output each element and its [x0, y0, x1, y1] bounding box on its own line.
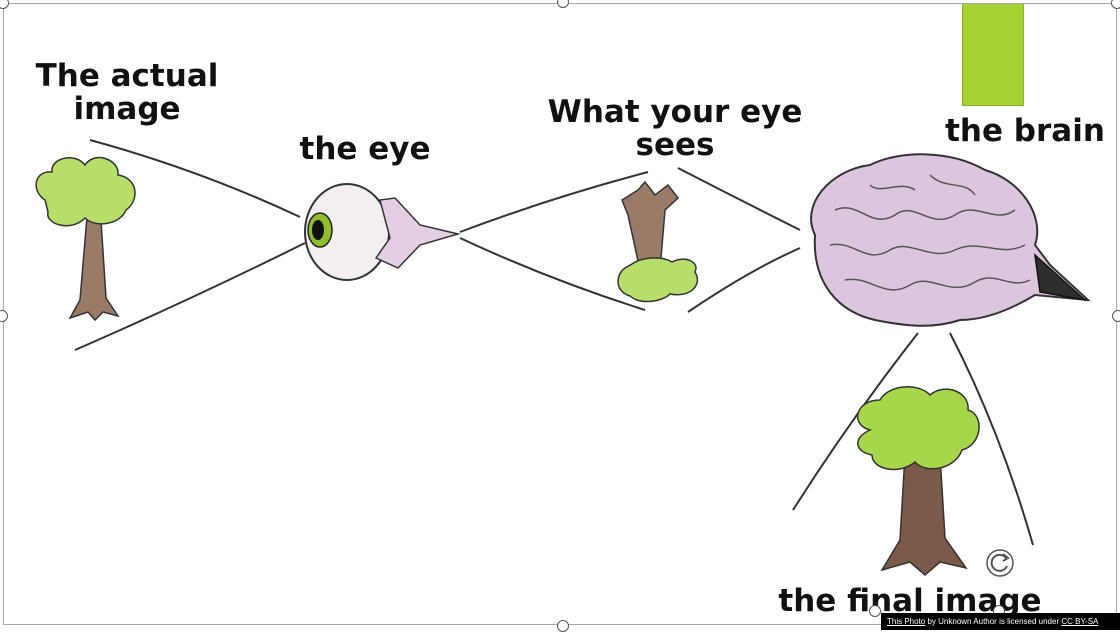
actual-tree-trunk: [68, 204, 120, 322]
eye-drawing: [304, 183, 461, 281]
seen-tree-foliage: [617, 257, 699, 303]
brain-line-top: [677, 167, 801, 231]
brain-line-bottom: [687, 247, 801, 313]
resize-handle-middle-right[interactable]: [1112, 310, 1120, 322]
final-tree-trunk: [880, 454, 968, 576]
image-attribution-bar: This Photo by Unknown Author is licensed…: [881, 613, 1120, 630]
brain-fold-4: [869, 174, 976, 196]
crop-handle-bottom[interactable]: [869, 605, 881, 617]
final-line-right: [949, 332, 1034, 546]
label-what-eye-sees: What your eye sees: [547, 94, 803, 163]
brain-drawing: [810, 153, 1091, 327]
rotate-handle-icon[interactable]: [985, 548, 1015, 578]
label-actual-image: The actual image: [35, 58, 219, 127]
seen-tree: [617, 180, 699, 303]
green-rectangle-shape[interactable]: [962, 3, 1024, 106]
photo-link[interactable]: This Photo: [887, 617, 926, 626]
resize-handle-top-center[interactable]: [557, 0, 569, 8]
actual-tree: [35, 156, 136, 322]
optic-nerve: [374, 197, 461, 269]
seen-tree-trunk: [621, 180, 680, 271]
label-final-image: the final image: [778, 583, 1042, 619]
resize-handle-middle-left[interactable]: [0, 310, 8, 322]
final-tree-foliage: [856, 386, 980, 471]
final-line-left: [792, 332, 919, 511]
label-the-eye: the eye: [299, 131, 431, 167]
optic-line-bottom: [459, 237, 646, 311]
label-the-brain: the brain: [945, 113, 1105, 149]
brain-stem: [1033, 253, 1088, 302]
brain-fold-1: [834, 207, 1016, 221]
actual-tree-foliage: [35, 156, 136, 227]
eye-pupil: [312, 220, 324, 240]
brain-fold-3: [844, 277, 1031, 291]
final-tree: [856, 386, 980, 576]
resize-handle-top-left[interactable]: [0, 0, 9, 9]
sight-line-top: [89, 139, 301, 218]
brain-fold-2: [829, 243, 1026, 256]
sight-line-bottom: [74, 242, 306, 351]
resize-handle-bottom-center[interactable]: [557, 620, 569, 632]
brain-outline: [810, 153, 1091, 327]
resize-handle-top-right[interactable]: [1111, 0, 1120, 9]
license-link[interactable]: CC BY-SA: [1061, 617, 1099, 626]
optic-line-top: [459, 171, 649, 233]
attribution-text: by Unknown Author is licensed under: [925, 617, 1062, 626]
